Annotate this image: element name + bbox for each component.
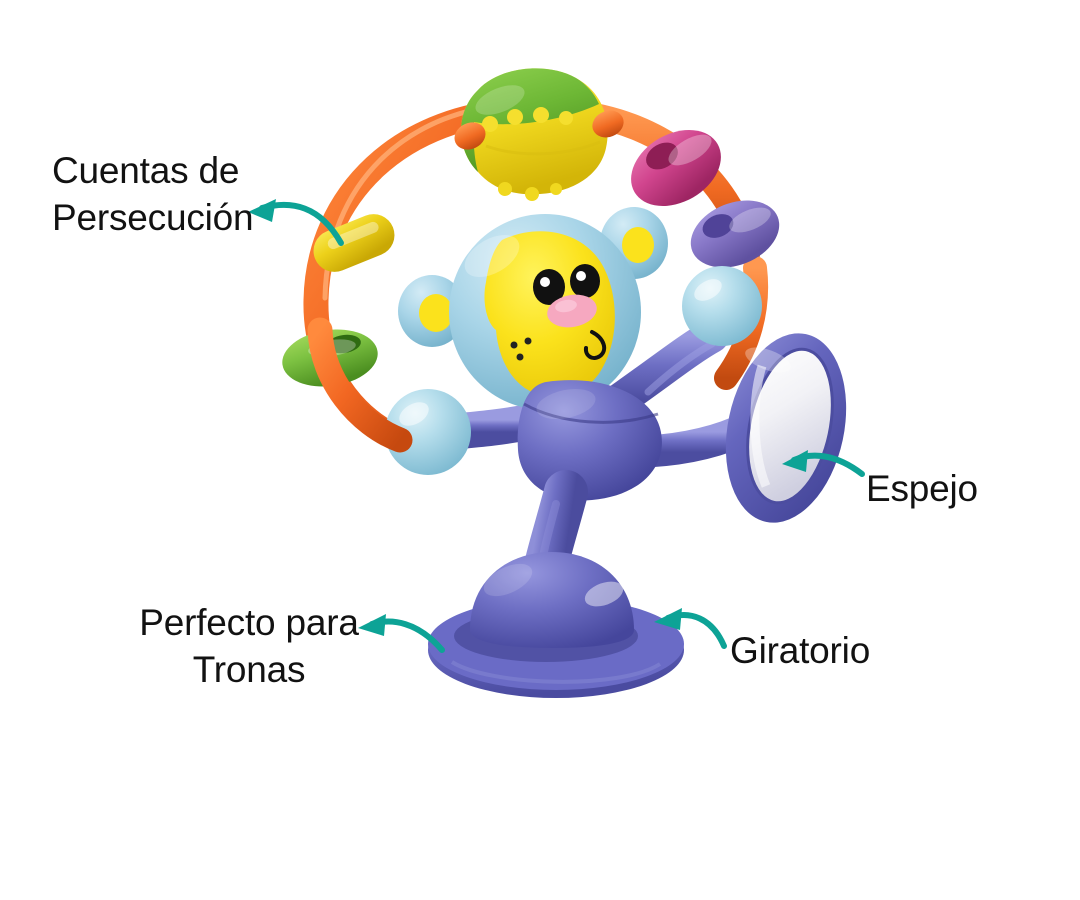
chase-hoop-front (307, 317, 413, 453)
purple-donut-bead (690, 200, 780, 268)
monkey-eyes (533, 264, 600, 305)
hand-sphere-right (682, 266, 762, 346)
callout-label-spin: Giratorio (730, 630, 871, 671)
callout-label-beads: Cuentas de Persecución (52, 150, 254, 238)
monkey-ear-left (398, 275, 466, 347)
pink-donut-bead (631, 130, 721, 206)
monkey-head (398, 207, 668, 410)
callout-label-highchair: Perfecto para Tronas (139, 602, 359, 690)
callout-label-mirror: Espejo (866, 468, 978, 509)
suction-base (428, 552, 684, 698)
hand-sphere-left (385, 389, 471, 475)
corn-bead (454, 68, 624, 201)
